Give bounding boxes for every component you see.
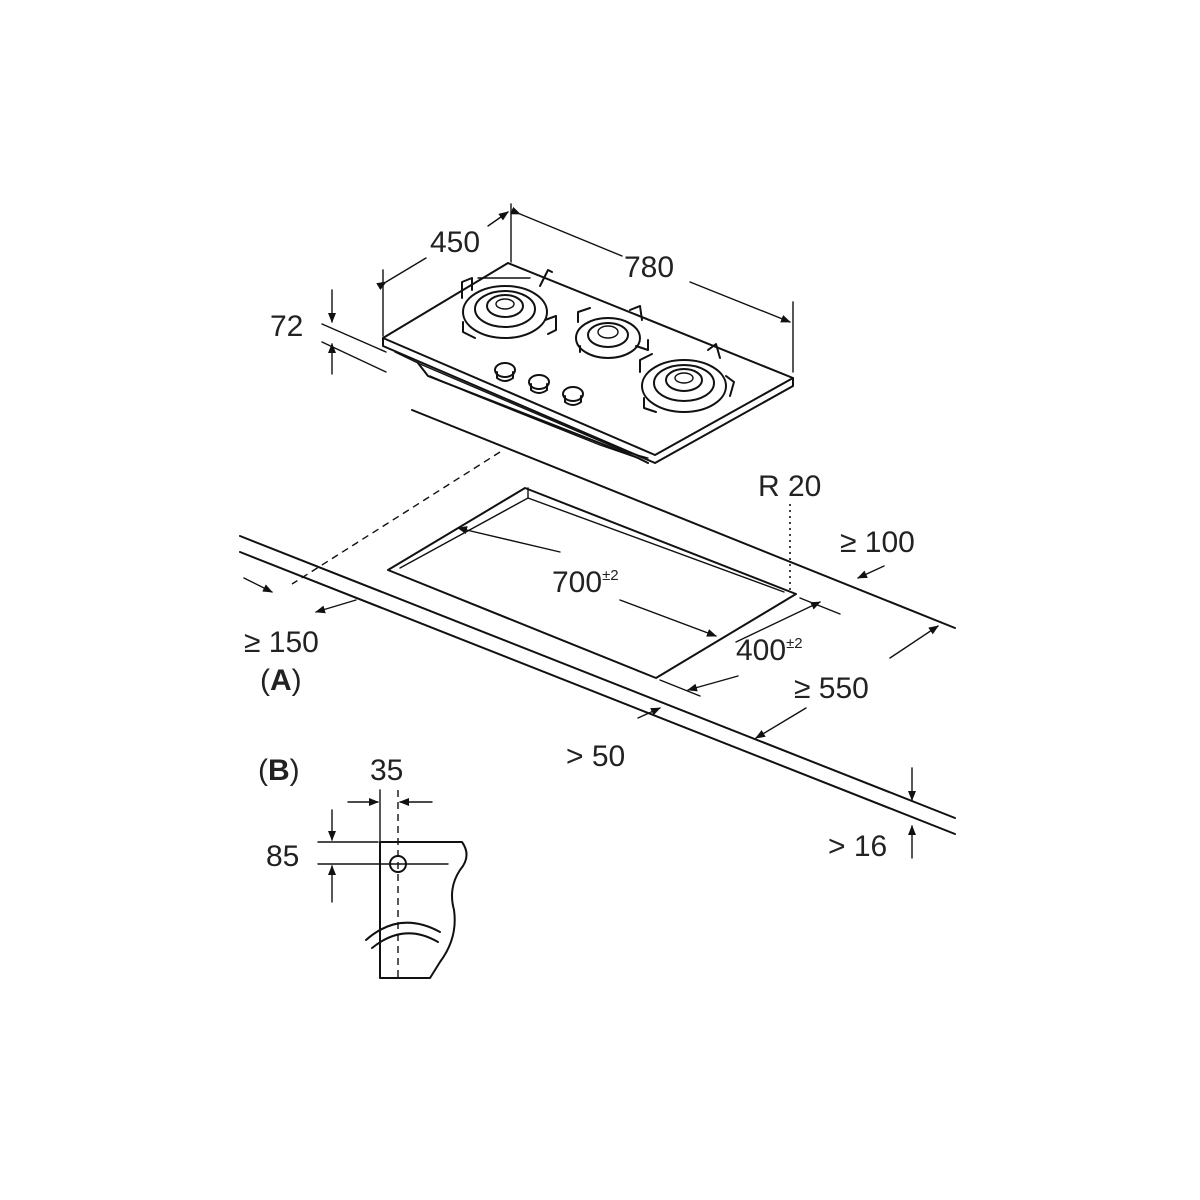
label-cutout-depth: 400±2 xyxy=(736,634,803,667)
worktop xyxy=(239,409,956,835)
label-bracket-height: 85 xyxy=(266,840,299,873)
label-front-clearance: > 50 xyxy=(566,740,625,773)
control-knobs xyxy=(494,362,584,406)
label-depth-hob: 450 xyxy=(430,226,480,259)
label-width-hob: 780 xyxy=(624,251,674,284)
label-height-hob: 72 xyxy=(270,310,303,343)
label-section-a: (A) xyxy=(260,664,302,697)
cutout xyxy=(387,487,797,679)
hob-base-underside xyxy=(429,375,633,457)
hob-dimensions xyxy=(321,203,794,375)
bracket-detail xyxy=(317,789,468,980)
burner-left xyxy=(461,269,557,339)
burner-middle xyxy=(575,305,649,359)
label-section-b: (B) xyxy=(258,754,300,787)
label-bracket-width: 35 xyxy=(370,754,403,787)
burner-right xyxy=(639,343,735,413)
label-back-clearance: ≥ 100 xyxy=(840,526,915,559)
hob-control-strip xyxy=(394,351,649,459)
worktop-dimensions xyxy=(243,526,939,859)
label-worktop-depth: ≥ 550 xyxy=(794,672,869,705)
hob-base-tray xyxy=(417,362,649,464)
label-worktop-thickness: > 16 xyxy=(828,830,887,863)
hob-front-edge xyxy=(382,337,794,464)
hob xyxy=(382,262,794,464)
label-side-clearance: ≥ 150 xyxy=(244,626,319,659)
label-radius: R 20 xyxy=(758,470,821,503)
label-cutout-width: 700±2 xyxy=(552,566,619,599)
